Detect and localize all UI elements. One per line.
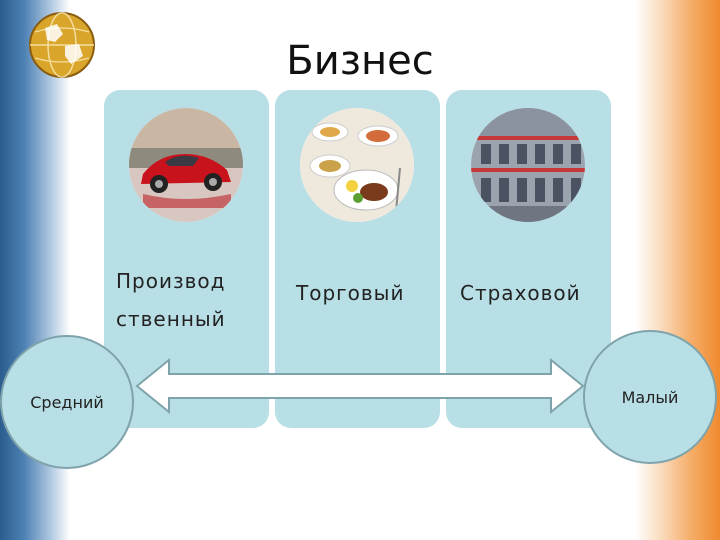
- scale-medium-circle: Средний: [0, 335, 134, 469]
- scale-small-circle: Малый: [583, 330, 717, 464]
- globe-icon: [29, 12, 95, 78]
- card-trade-label: Торговый: [296, 281, 405, 305]
- scale-small-label: Малый: [621, 387, 679, 407]
- card-production-label-line1: Производ: [116, 269, 226, 293]
- card-production-label-line2: ственный: [116, 307, 226, 331]
- building-facade-photo: [471, 108, 585, 222]
- food-platter-photo: [300, 108, 414, 222]
- card-production-label: Производ ственный: [116, 262, 256, 338]
- double-arrow-icon: [135, 358, 585, 414]
- page-title: Бизнес: [286, 38, 434, 84]
- sports-car-photo: [129, 108, 243, 222]
- card-insurance-label: Страховой: [460, 281, 581, 305]
- scale-medium-label: Средний: [30, 392, 104, 412]
